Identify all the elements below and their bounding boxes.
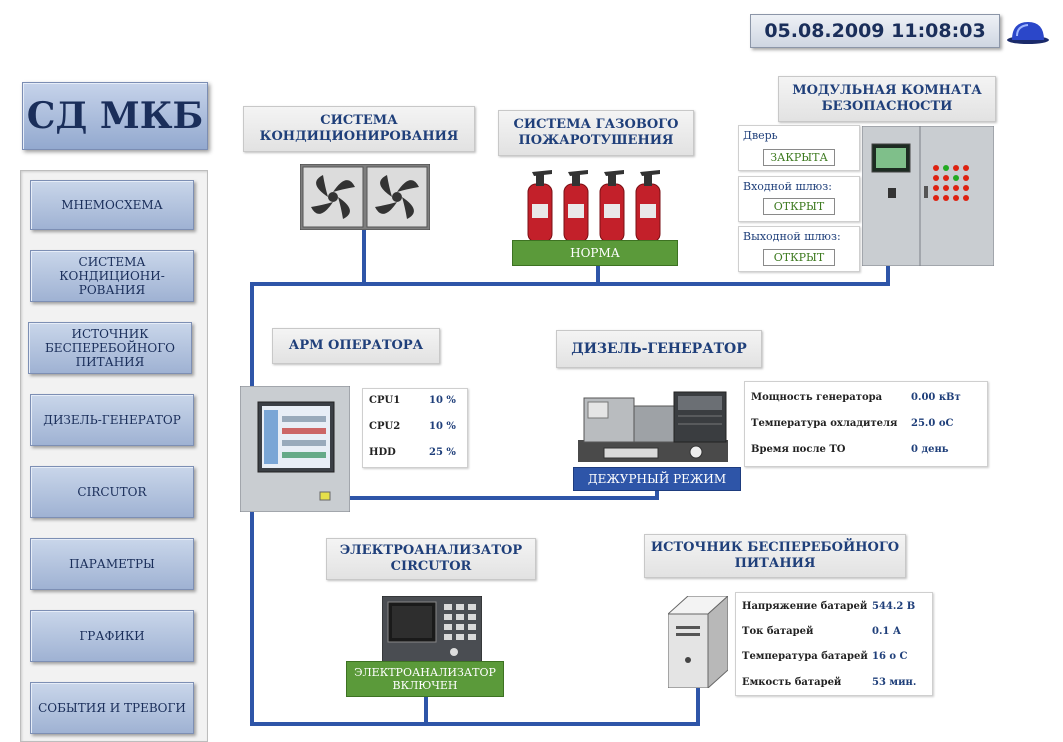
ups-title: ИСТОЧНИК БЕСПЕРЕБОЙНОГО ПИТАНИЯ xyxy=(644,534,906,578)
battery-temp-value: 16 о С xyxy=(872,651,908,662)
exit-lock-status: ОТКРЫТ xyxy=(763,249,835,266)
entry-lock-status: ОТКРЫТ xyxy=(763,198,835,215)
hvac-title: СИСТЕМА КОНДИЦИОНИРОВАНИЯ xyxy=(243,106,475,152)
bus-line-analyzer xyxy=(424,692,428,724)
bus-line-ups xyxy=(696,688,700,726)
door-label: Дверь xyxy=(743,129,778,142)
cpu1-value: 10 % xyxy=(429,395,456,406)
battery-current-label: Ток батарей xyxy=(742,626,814,637)
operator-cabinet-icon[interactable] xyxy=(239,385,351,513)
nav-parameters[interactable]: ПАРАМЕТРЫ xyxy=(30,538,194,590)
analyzer-device-icon[interactable] xyxy=(381,595,483,663)
operator-stats-panel: CPU1 10 % CPU2 10 % HDD 25 % xyxy=(362,388,468,468)
door-status-panel: Дверь ЗАКРЫТА xyxy=(738,125,860,171)
battery-capacity-label: Емкость батарей xyxy=(742,677,842,688)
cpu2-label: CPU2 xyxy=(369,421,401,432)
bus-line-fire xyxy=(596,264,600,285)
alarm-beacon-icon[interactable] xyxy=(1006,18,1050,44)
coolant-temp-label: Температура охладителя xyxy=(751,418,898,429)
entry-lock-label: Входной шлюз: xyxy=(743,180,832,193)
diesel-generator-icon[interactable] xyxy=(578,382,728,472)
bus-line-bottom xyxy=(250,722,700,726)
time-since-service-label: Время после ТО xyxy=(751,444,846,455)
bus-line-room xyxy=(886,264,890,286)
hdd-label: HDD xyxy=(369,447,396,458)
entry-lock-panel: Входной шлюз: ОТКРЫТ xyxy=(738,176,860,222)
door-status-value: ЗАКРЫТА xyxy=(763,149,835,166)
exit-lock-label: Выходной шлюз: xyxy=(743,230,841,243)
bus-line-diesel-drop xyxy=(655,488,659,500)
operator-title: АРМ ОПЕРАТОРА xyxy=(272,328,440,364)
battery-capacity-value: 53 мин. xyxy=(872,677,917,688)
nav-circutor[interactable]: CIRCUTOR xyxy=(30,466,194,518)
nav-ups[interactable]: ИСТОЧНИК БЕСПЕРЕБОЙНОГО ПИТАНИЯ xyxy=(28,322,192,374)
gen-power-value: 0.00 кВт xyxy=(911,392,961,403)
security-cabinet-icon[interactable] xyxy=(861,125,995,267)
battery-current-value: 0.1 А xyxy=(872,626,902,637)
battery-voltage-label: Напряжение батарей xyxy=(742,601,868,612)
fire-extinguishers-icon[interactable] xyxy=(524,166,664,243)
ups-stats-panel: Напряжение батарей 544.2 В Ток батарей 0.1… xyxy=(735,592,933,696)
ups-tower-icon[interactable] xyxy=(666,594,730,690)
diesel-title: ДИЗЕЛЬ-ГЕНЕРАТОР xyxy=(556,330,762,368)
diesel-stats-panel: Мощность генератора 0.00 кВт Температура … xyxy=(744,381,988,467)
app-logo: СД МКБ xyxy=(22,82,208,150)
hdd-value: 25 % xyxy=(429,447,456,458)
nav-graphs[interactable]: ГРАФИКИ xyxy=(30,610,194,662)
cpu2-value: 10 % xyxy=(429,421,456,432)
coolant-temp-value: 25.0 оС xyxy=(911,418,954,429)
analyzer-status-badge: ЭЛЕКТРОАНАЛИЗАТОР ВКЛЮЧЕН xyxy=(346,661,504,697)
bus-line-top xyxy=(250,282,890,286)
fire-status-badge: НОРМА xyxy=(512,240,678,266)
battery-voltage-value: 544.2 В xyxy=(872,601,916,612)
gen-power-label: Мощность генератора xyxy=(751,392,883,403)
fire-system-title: СИСТЕМА ГАЗОВОГО ПОЖАРОТУШЕНИЯ xyxy=(498,110,694,156)
bus-line-hvac xyxy=(362,228,366,285)
nav-events-alarms[interactable]: СОБЫТИЯ И ТРЕВОГИ xyxy=(30,682,194,734)
security-room-title: МОДУЛЬНАЯ КОМНАТА БЕЗОПАСНОСТИ xyxy=(778,76,996,122)
analyzer-title: ЭЛЕКТРОАНАЛИЗАТОР CIRCUTOR xyxy=(326,538,536,580)
bus-line-operator-diesel xyxy=(350,496,658,500)
cpu1-label: CPU1 xyxy=(369,395,401,406)
nav-diesel[interactable]: ДИЗЕЛЬ-ГЕНЕРАТОР xyxy=(30,394,194,446)
nav-mnemoscheme[interactable]: МНЕМОСХЕМА xyxy=(30,180,194,230)
exit-lock-panel: Выходной шлюз: ОТКРЫТ xyxy=(738,226,860,272)
time-since-service-value: 0 день xyxy=(911,444,949,455)
nav-hvac[interactable]: СИСТЕМА КОНДИЦИОНИ-РОВАНИЯ xyxy=(30,250,194,302)
battery-temp-label: Температура батарей xyxy=(742,651,868,662)
diesel-status-badge: ДЕЖУРНЫЙ РЕЖИМ xyxy=(573,467,741,491)
hvac-fans-icon[interactable] xyxy=(299,163,431,231)
datetime-display: 05.08.2009 11:08:03 xyxy=(750,14,1000,48)
